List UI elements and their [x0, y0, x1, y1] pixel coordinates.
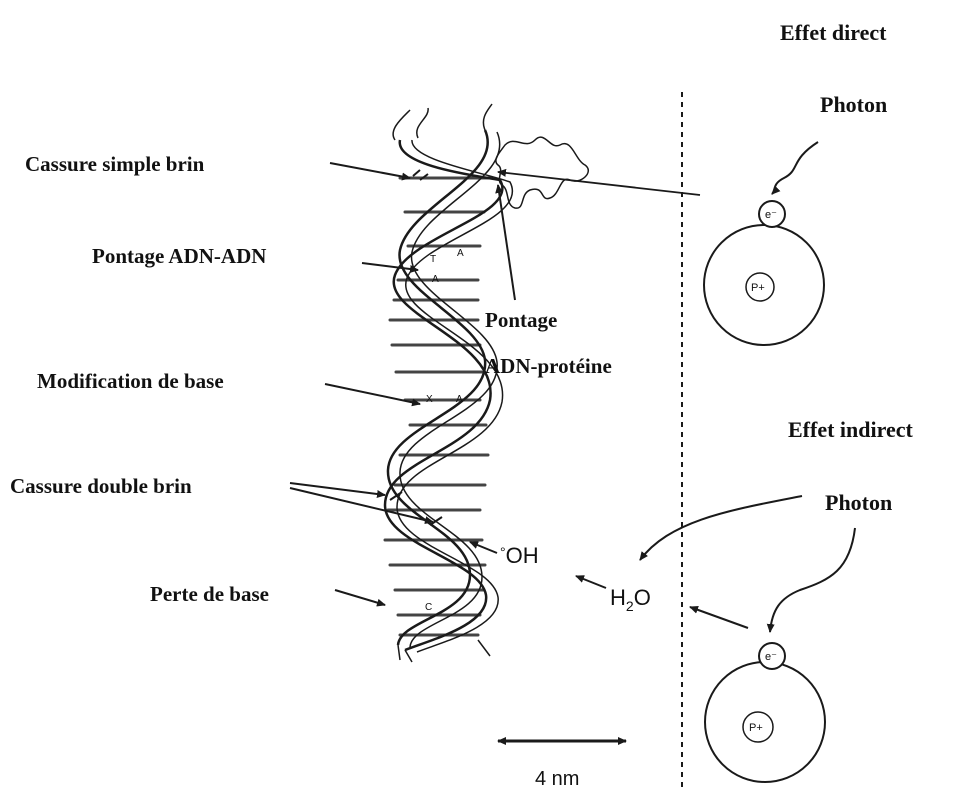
base-a: A: [457, 248, 464, 259]
arrow-atom-to-water: [690, 607, 748, 628]
label-cassure-double-brin: Cassure double brin: [10, 474, 192, 498]
base-t: T: [430, 254, 436, 265]
label-modification-de-base: Modification de base: [37, 369, 224, 393]
scale-label: 4 nm: [535, 768, 579, 790]
arrow-pontage-proteine: [498, 185, 515, 300]
dna-helix: T A A X A C: [385, 104, 512, 662]
dna-top-fray-right: [483, 104, 492, 130]
label-perte-de-base: Perte de base: [150, 582, 269, 606]
arrow-perte-de-base: [335, 590, 385, 605]
hydroxyl-radical: °OH: [500, 543, 539, 568]
photon-arrow-direct: [772, 142, 818, 194]
proton-label: P+: [751, 282, 765, 294]
label-photon-direct: Photon: [820, 92, 887, 117]
dna-top-fray-left: [393, 108, 428, 140]
water-molecule: H2O: [610, 585, 651, 614]
atom-direct: e⁻ P+: [704, 201, 824, 345]
heading-effet-direct: Effet direct: [780, 20, 887, 45]
electron-label: e⁻: [765, 209, 777, 221]
dna-strand-1: [385, 140, 502, 650]
label-cassure-simple-brin: Cassure simple brin: [25, 152, 205, 176]
label-pontage-proteine-2: ADN-protéine: [485, 354, 612, 378]
arrow-water-to-oh: [576, 576, 606, 588]
photon-arrow-to-atom: [770, 528, 855, 632]
proton-label: P+: [749, 722, 763, 734]
arrow-modification-de-base: [325, 384, 420, 404]
dna-strand-2: [388, 130, 488, 645]
base-a: A: [432, 274, 439, 285]
label-photon-indirect: Photon: [825, 490, 892, 515]
arrow-cassure-double-1: [290, 483, 385, 495]
base-a: A: [456, 394, 463, 405]
arrow-cassure-simple: [330, 163, 410, 178]
base-c: C: [425, 602, 432, 613]
dna-strand-2-edge: [400, 132, 500, 647]
arrow-cassure-double-2: [290, 488, 433, 522]
label-pontage-adn-adn: Pontage ADN-ADN: [92, 244, 266, 268]
heading-effet-indirect: Effet indirect: [788, 417, 914, 442]
dna-bottom-ends: [398, 640, 490, 662]
atom-indirect: e⁻ P+: [705, 643, 825, 782]
arrow-pontage-adn-adn: [362, 263, 418, 270]
base-x: X: [426, 394, 433, 405]
label-pontage-proteine-1: Pontage: [485, 308, 557, 332]
dna-strand-1-edge: [397, 140, 512, 652]
arrow-oh-to-dna: [470, 542, 497, 553]
electron-label: e⁻: [765, 651, 777, 663]
photon-arrow-to-water: [640, 496, 802, 560]
